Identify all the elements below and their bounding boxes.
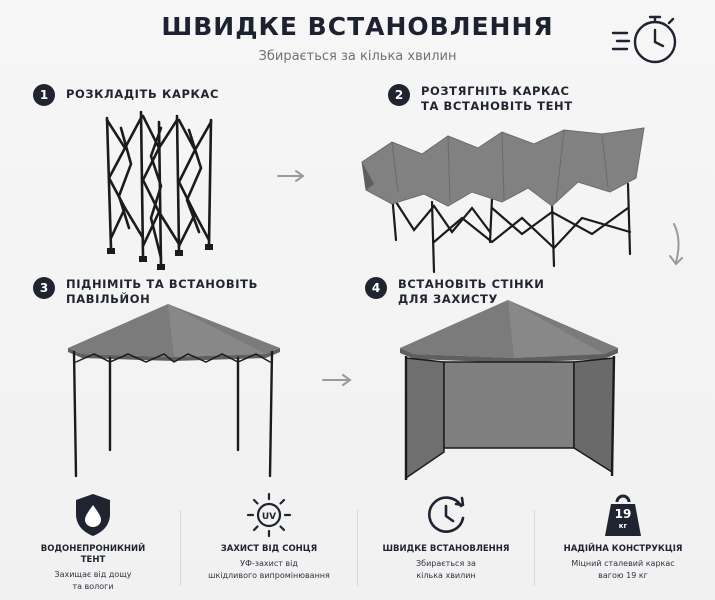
folded-frame-image bbox=[105, 110, 213, 270]
page-subtitle: Збирається за кілька хвилин bbox=[258, 49, 457, 64]
step-number-badge: 3 bbox=[33, 277, 55, 299]
page-title: ШВИДКЕ ВСТАНОВЛЕННЯ bbox=[161, 12, 554, 41]
feature-sturdy-frame: 19 кг НАДІЙНА КОНСТРУКЦІЯ Міцний сталеви… bbox=[534, 492, 712, 582]
feature-description: Міцний сталевий каркас вагою 19 кг bbox=[571, 559, 675, 580]
feature-name: НАДІЙНА КОНСТРУКЦІЯ bbox=[563, 544, 683, 554]
uv-sun-icon: UV bbox=[246, 492, 292, 538]
feature-quick-setup: ШВИДКЕ ВСТАНОВЛЕННЯ Збирається за кілька… bbox=[357, 492, 535, 582]
arrow-right-icon bbox=[277, 170, 305, 182]
weight-value: 19 bbox=[614, 507, 632, 521]
step-label: РОЗТЯГНІТЬ КАРКАС ТА ВСТАНОВІТЬ ТЕНТ bbox=[421, 84, 573, 113]
step-label: ПІДНІМІТЬ ТА ВСТАНОВІТЬ ПАВІЛЬЙОН bbox=[66, 277, 258, 306]
step-number-badge: 4 bbox=[365, 277, 387, 299]
stopwatch-icon bbox=[611, 15, 677, 64]
tent-with-walls-image bbox=[400, 300, 618, 480]
arrow-right-icon bbox=[322, 374, 352, 386]
weight-shape bbox=[605, 494, 641, 536]
step-number-badge: 1 bbox=[33, 84, 55, 106]
step-2: 2 РОЗТЯГНІТЬ КАРКАС ТА ВСТАНОВІТЬ ТЕНТ bbox=[388, 84, 573, 114]
arrow-down-curve-icon bbox=[669, 223, 683, 266]
feature-description: УФ-захист від шкідливого випромінювання bbox=[208, 559, 330, 580]
water-drop-shield-icon bbox=[76, 494, 110, 536]
divider bbox=[180, 510, 181, 586]
feature-waterproof: ВОДОНЕПРОНИКНИЙ ТЕНТ Захищає від дощу та… bbox=[4, 492, 182, 593]
step-label: РОЗКЛАДІТЬ КАРКАС bbox=[66, 87, 220, 101]
features-row: ВОДОНЕПРОНИКНИЙ ТЕНТ Захищає від дощу та… bbox=[0, 492, 715, 600]
step-1: 1 РОЗКЛАДІТЬ КАРКАС bbox=[33, 84, 219, 106]
weight-icon: 19 кг bbox=[603, 492, 643, 538]
feature-name: ВОДОНЕПРОНИКНИЙ ТЕНТ bbox=[40, 544, 146, 565]
divider bbox=[534, 510, 535, 586]
feature-sun-protection: UV ЗАХИСТ ВІД СОНЦЯ УФ-захист від шкідли… bbox=[180, 492, 358, 582]
feature-description: Збирається за кілька хвилин bbox=[416, 559, 476, 580]
expanding-frame-image bbox=[361, 127, 645, 274]
divider bbox=[357, 510, 358, 586]
step-label: ВСТАНОВІТЬ СТІНКИ ДЛЯ ЗАХИСТУ bbox=[398, 277, 545, 306]
step-4: 4 ВСТАНОВІТЬ СТІНКИ ДЛЯ ЗАХИСТУ bbox=[365, 277, 544, 307]
weight-unit: кг bbox=[618, 522, 628, 530]
feature-name: ЗАХИСТ ВІД СОНЦЯ bbox=[220, 544, 318, 554]
canopy-tent-image bbox=[68, 304, 280, 478]
step-number-badge: 2 bbox=[388, 84, 410, 106]
feature-description: Захищає від дощу та вологи bbox=[54, 570, 132, 591]
svg-text:UV: UV bbox=[262, 512, 276, 522]
step-3: 3 ПІДНІМІТЬ ТА ВСТАНОВІТЬ ПАВІЛЬЙОН bbox=[33, 277, 258, 307]
feature-name: ШВИДКЕ ВСТАНОВЛЕННЯ bbox=[382, 544, 510, 554]
clock-icon bbox=[428, 496, 465, 533]
